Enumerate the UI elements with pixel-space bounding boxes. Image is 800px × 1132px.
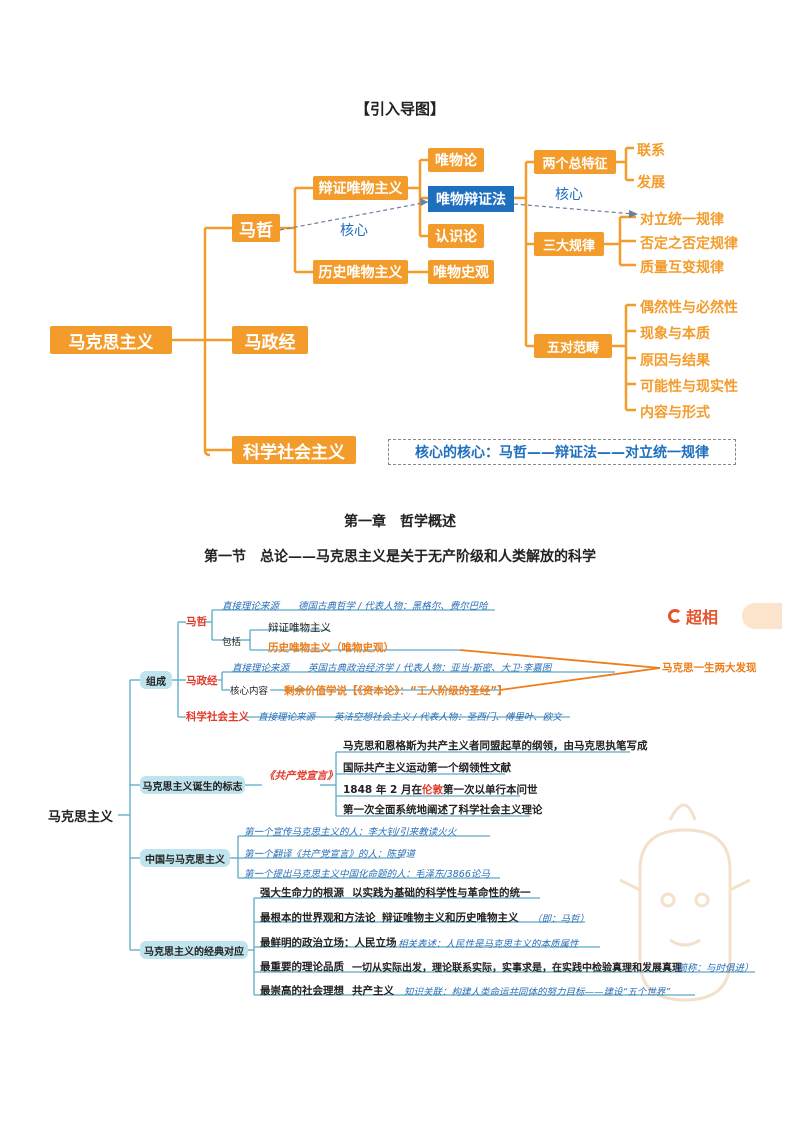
mm1-lianxi: 联系 <box>637 143 665 159</box>
mm2-kexue-source: 直接理论来源 英法空想社会主义 / 代表人物：圣西门、傅里叶、欧文 <box>258 712 562 723</box>
logo-tab-decoration <box>742 603 782 629</box>
mm2-m1: 马克思和恩格斯为共产主义者同盟起草的纲领，由马克思执笔写成 <box>343 740 648 752</box>
mm1-duili: 对立统一规律 <box>640 212 724 228</box>
mm1-xianxiang: 现象与本质 <box>640 326 710 342</box>
mm2-m4: 第一次全面系统地阐述了科学社会主义理论 <box>343 804 543 816</box>
mm2-manifesto: 《共产党宣言》 <box>264 770 338 782</box>
mm2-j1b: 以实践为基础的科学性与革命性的统一 <box>352 887 531 899</box>
mm2-mazhe: 马哲 <box>186 616 207 628</box>
mm1-kexue: 科学社会主义 <box>232 436 356 464</box>
mm2-c3: 第一个提出马克思主义中国化命题的人：毛泽东/3866论马 <box>244 869 490 880</box>
mm2-baokuo: 包括 <box>222 637 242 648</box>
mm2-j5b: 共产主义 <box>352 985 394 997</box>
mm2-j1a: 强大生命力的根源 <box>260 887 344 899</box>
intro-title: 【引入导图】 <box>354 100 445 118</box>
mm1-fouding: 否定之否定规律 <box>640 236 738 252</box>
mm2-j3b: 相关表述：人民性是马克思主义的本质属性 <box>398 939 579 950</box>
mm2-jingdian: 马克思主义的经典对应 <box>140 941 248 959</box>
mm1-hexin-label-2: 核心 <box>555 187 583 203</box>
mm2-mazhe-source: 直接理论来源 德国古典哲学 / 代表人物：黑格尔、费尔巴哈 <box>222 601 488 612</box>
mm2-m3-london: 伦敦 <box>422 784 443 796</box>
mm1-mazhe: 马哲 <box>232 214 280 242</box>
mm1-lishi: 历史唯物主义 <box>313 260 408 284</box>
mm2-zhongguo: 中国与马克思主义 <box>140 849 230 867</box>
mm1-sanda: 三大规律 <box>534 232 604 256</box>
mm1-fazhan: 发展 <box>637 175 665 191</box>
mm2-shengyu: 剩余价值学说【《资本论》：“工人阶级的圣经”】 <box>284 685 508 697</box>
mm2-c2: 第一个翻译《共产党宣言》的人：陈望道 <box>244 849 416 860</box>
mm2-j4c: （简称：与时俱进） <box>668 963 754 974</box>
mm1-weiwulun: 唯物论 <box>428 148 484 172</box>
mm1-zhiliang: 质量互变规律 <box>640 260 724 276</box>
mm1-bianzheng: 辩证唯物主义 <box>313 176 408 200</box>
mm2-j2a: 最根本的世界观和方法论 <box>260 912 376 924</box>
mm2-j5c: 知识关联：构建人类命运共同体的努力目标——建设“五个世界” <box>404 987 671 998</box>
chapter-title: 第一章 哲学概述 <box>344 514 456 530</box>
mm2-mazhengjing-source: 直接理论来源 英国古典政治经济学 / 代表人物：亚当·斯密、大卫·李嘉图 <box>232 663 552 674</box>
mm2-j3a: 最鲜明的政治立场：人民立场 <box>260 937 397 949</box>
mm2-zucheng: 组成 <box>140 671 172 689</box>
mm2-m3: 1848 年 2 月在伦敦第一次以单行本问世 <box>343 782 538 797</box>
mm2-bianzheng: 辩证唯物主义 <box>268 622 331 634</box>
mm1-ouran: 偶然性与必然性 <box>640 300 738 316</box>
mm1-weiwu-bianzheng: 唯物辩证法 <box>428 186 514 212</box>
mm1-root: 马克思主义 <box>50 326 172 354</box>
mm1-yuanyin: 原因与结果 <box>640 353 710 369</box>
mm2-j4b: 一切从实际出发，理论联系实际，实事求是，在实践中检验真理和发展真理 <box>352 963 682 974</box>
mm2-mazhengjing: 马政经 <box>186 675 218 687</box>
mm2-c1: 第一个宣传马克思主义的人：李大钊/引来教读火火 <box>244 827 457 838</box>
mm1-core-summary: 核心的核心：马哲——辩证法——对立统一规律 <box>388 439 736 465</box>
mm2-j2c: （即：马哲） <box>532 914 590 925</box>
mm2-j2b: 辩证唯物主义和历史唯物主义 <box>382 912 519 924</box>
mm1-wudui: 五对范畴 <box>534 334 612 358</box>
mm2-dansheng: 马克思主义诞生的标志 <box>140 776 245 794</box>
mm1-weiwushiguan: 唯物史观 <box>428 260 494 284</box>
mm2-j5a: 最崇高的社会理想 <box>260 985 344 997</box>
mm2-m2: 国际共产主义运动第一个纲领性文献 <box>343 762 511 774</box>
mm1-keneng: 可能性与现实性 <box>640 379 738 395</box>
mm2-kexue: 科学社会主义 <box>186 711 249 723</box>
mm2-j4a: 最重要的理论品质 <box>260 961 344 973</box>
mm2-m3-prefix: 1848 年 2 月在 <box>343 784 422 796</box>
mm2-hexin-neirong: 核心内容 <box>230 686 269 697</box>
mm2-m3-suffix: 第一次以单行本问世 <box>443 784 538 796</box>
mm1-liangge: 两个总特征 <box>534 150 616 174</box>
mm1-hexin-label-1: 核心 <box>340 223 368 239</box>
section-title: 第一节 总论——马克思主义是关于无产阶级和人类解放的科学 <box>204 549 596 565</box>
brand-logo-text: 超相 <box>686 608 719 627</box>
mm2-two-findings: 马克思一生两大发现 <box>662 662 757 674</box>
mm1-mazhengjing: 马政经 <box>232 326 308 354</box>
mm1-renshilun: 认识论 <box>428 224 484 248</box>
mm1-neirong: 内容与形式 <box>640 405 710 421</box>
mm2-lishi: 历史唯物主义（唯物史观） <box>268 642 394 654</box>
brand-g-icon <box>668 609 682 623</box>
mm2-root: 马克思主义 <box>48 810 114 825</box>
brand-logo: 超相 <box>668 604 718 628</box>
